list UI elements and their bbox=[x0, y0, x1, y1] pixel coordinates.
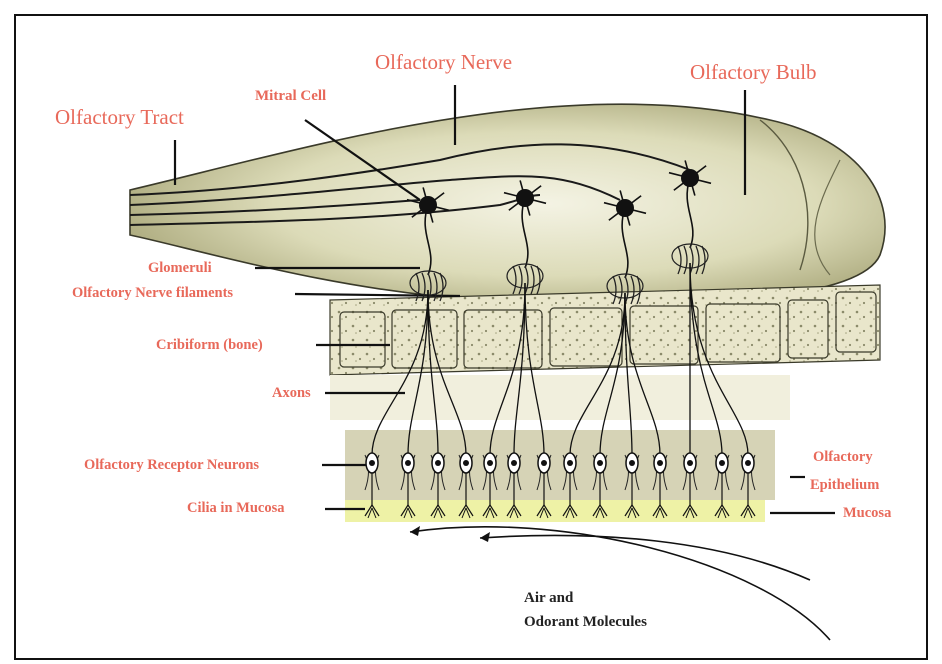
label-olfactory-bulb: Olfactory Bulb bbox=[690, 62, 817, 83]
receptor-axon bbox=[372, 290, 428, 455]
label-olfactory-nerve: Olfactory Nerve bbox=[375, 52, 512, 73]
mitral-dendrite bbox=[622, 208, 628, 278]
receptor-axon bbox=[525, 283, 544, 455]
receptor-nucleus bbox=[687, 460, 693, 466]
label-olfactory-tract: Olfactory Tract bbox=[55, 107, 184, 128]
mitral-cell-body bbox=[516, 189, 534, 207]
label-epithelium-2: Epithelium bbox=[810, 478, 879, 493]
label-mitral-cell: Mitral Cell bbox=[255, 89, 326, 104]
glomerulus-strand bbox=[613, 276, 616, 304]
receptor-nucleus bbox=[369, 460, 375, 466]
glomerulus-strand bbox=[696, 246, 699, 274]
receptor-nucleus bbox=[435, 460, 441, 466]
label-cilia: Cilia in Mucosa bbox=[187, 501, 284, 516]
glomerulus-strand bbox=[619, 276, 622, 304]
receptor-axon bbox=[514, 283, 525, 455]
receptor-nucleus bbox=[567, 460, 573, 466]
receptor-nucleus bbox=[541, 460, 547, 466]
label-epithelium-1: Olfactory bbox=[813, 450, 873, 465]
glomerulus-strand bbox=[631, 276, 634, 304]
mitral-dendrite bbox=[522, 198, 528, 268]
label-odorant: Odorant Molecules bbox=[524, 614, 647, 631]
label-cribiform: Cribiform (bone) bbox=[156, 338, 263, 353]
mitral-cell-body bbox=[616, 199, 634, 217]
mitral-cell-body bbox=[419, 196, 437, 214]
receptor-nucleus bbox=[511, 460, 517, 466]
label-axons: Axons bbox=[272, 386, 311, 401]
receptor-nucleus bbox=[629, 460, 635, 466]
glomerulus-strand bbox=[537, 266, 540, 294]
glomerulus-strand bbox=[434, 273, 437, 301]
receptor-axon bbox=[600, 293, 625, 455]
label-nerve-filaments: Olfactory Nerve filaments bbox=[72, 286, 233, 301]
receptor-nucleus bbox=[657, 460, 663, 466]
receptor-nucleus bbox=[745, 460, 751, 466]
glomerulus-strand bbox=[702, 246, 705, 274]
glomerulus-strand bbox=[416, 273, 419, 301]
glomerulus-strand bbox=[440, 273, 443, 301]
receptor-axon bbox=[625, 293, 660, 455]
label-air: Air and bbox=[524, 590, 573, 607]
receptor-nucleus bbox=[463, 460, 469, 466]
mitral-dendrite bbox=[687, 178, 693, 248]
glomerulus-strand bbox=[519, 266, 522, 294]
receptor-nucleus bbox=[597, 460, 603, 466]
receptor-nucleus bbox=[487, 460, 493, 466]
receptor-nucleus bbox=[405, 460, 411, 466]
mitral-dendrite bbox=[425, 205, 431, 275]
glomerulus-strand bbox=[684, 246, 687, 274]
receptor-axon bbox=[408, 290, 428, 455]
glomerulus-strand bbox=[678, 246, 681, 274]
glomerulus-strand bbox=[637, 276, 640, 304]
mitral-cell-body bbox=[681, 169, 699, 187]
glomerulus-strand bbox=[513, 266, 516, 294]
label-mucosa: Mucosa bbox=[843, 506, 891, 521]
receptor-axon bbox=[490, 283, 525, 455]
glomerulus-strand bbox=[531, 266, 534, 294]
receptor-axon bbox=[428, 290, 466, 455]
label-glomeruli: Glomeruli bbox=[148, 261, 212, 276]
glomerulus-strand bbox=[422, 273, 425, 301]
receptor-nucleus bbox=[719, 460, 725, 466]
label-receptor-neurons: Olfactory Receptor Neurons bbox=[84, 458, 259, 473]
